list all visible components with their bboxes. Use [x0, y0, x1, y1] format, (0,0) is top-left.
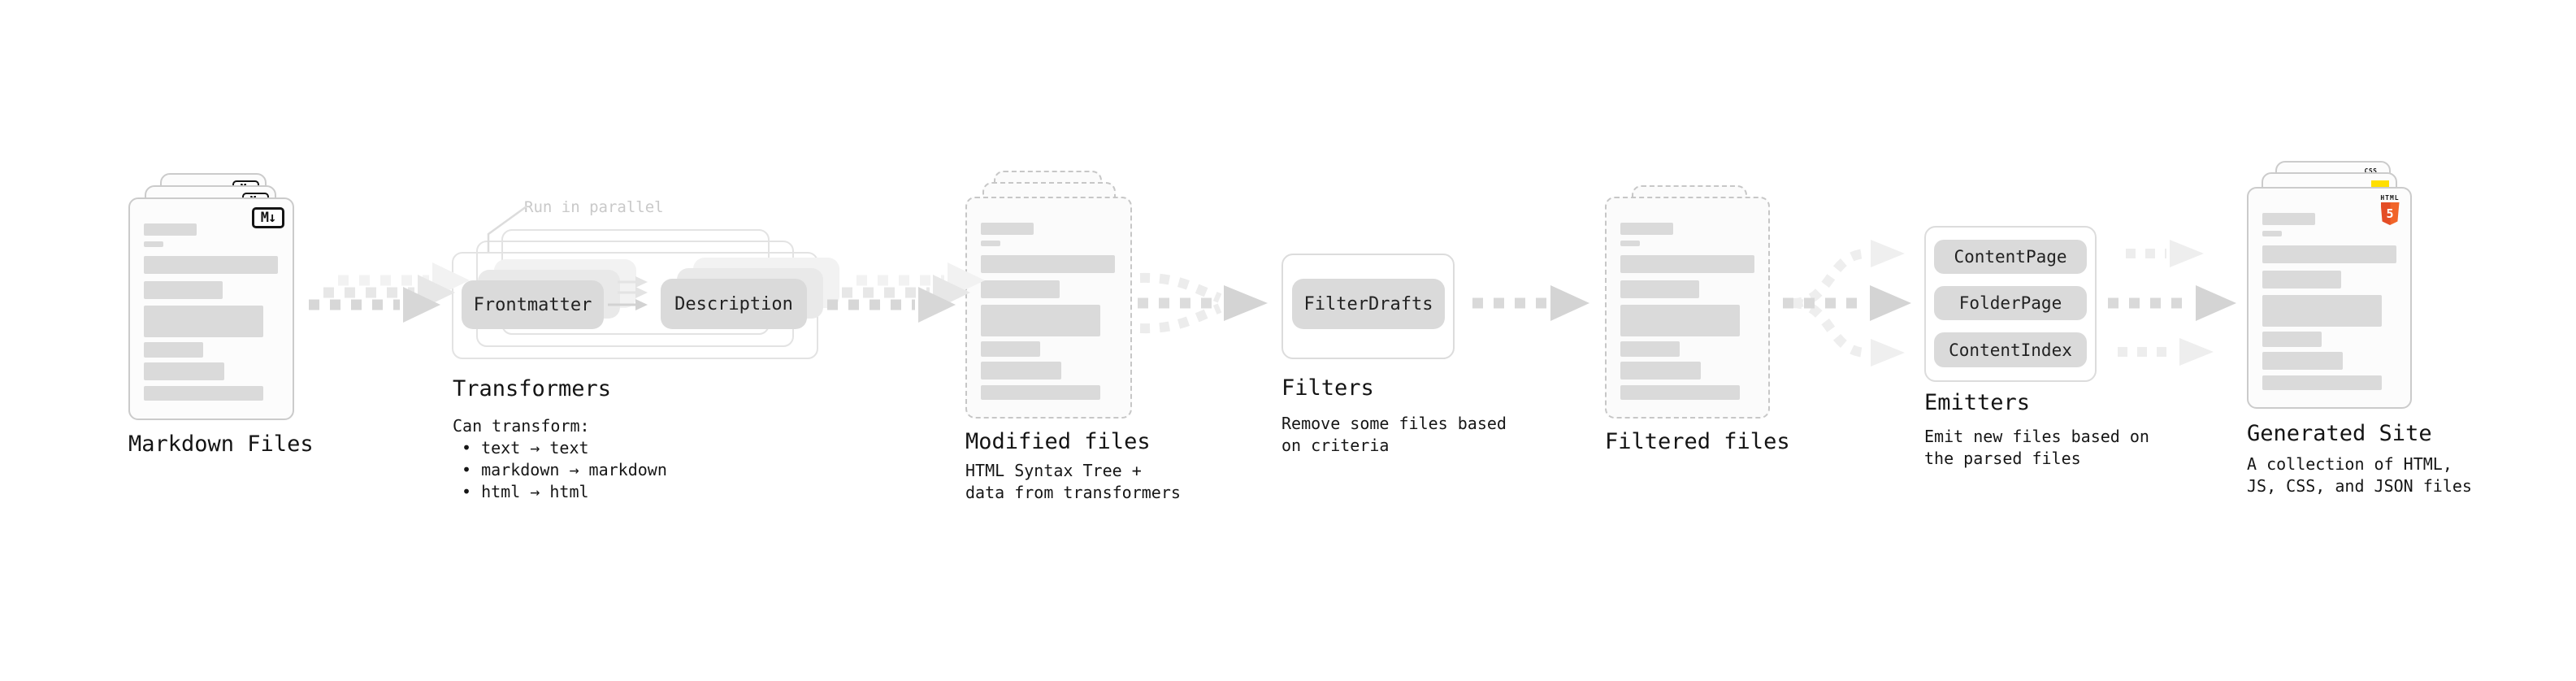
- capability-item: • html → html: [462, 482, 589, 501]
- transformers-label: Transformers: [453, 376, 612, 401]
- generated-html-file: HTML 5: [2247, 187, 2412, 409]
- markdown-icon-label: M↓: [260, 210, 277, 226]
- text-line-placeholder: [144, 306, 263, 337]
- filterdrafts-pill: FilterDrafts: [1292, 279, 1445, 329]
- arrow-filtered-to-emitters: [1783, 240, 1911, 367]
- contentindex-pill: ContentIndex: [1934, 332, 2087, 367]
- css-icon-label: CSS: [2364, 167, 2378, 175]
- text-line-placeholder: [981, 280, 1060, 298]
- html5-icon-word: HTML: [2380, 194, 2400, 202]
- generated-site-desc: A collection of HTML, JS, CSS, and JSON …: [2247, 454, 2472, 496]
- modified-file-front: [965, 197, 1132, 419]
- text-line-placeholder: [144, 256, 278, 274]
- contentpage-pill-label: ContentPage: [1954, 247, 2067, 267]
- text-line-placeholder: [2262, 231, 2282, 236]
- text-line-placeholder: [1620, 362, 1701, 380]
- run-in-parallel-note: Run in parallel: [524, 198, 664, 216]
- capability-item: • text → text: [462, 438, 589, 458]
- text-line-placeholder: [1620, 305, 1740, 336]
- text-line-placeholder: [144, 281, 223, 299]
- text-line-placeholder: [2262, 332, 2322, 347]
- text-line-placeholder: [2262, 295, 2382, 327]
- arrow-emitters-to-generated: [2108, 240, 2236, 366]
- capability-item: • markdown → markdown: [462, 460, 667, 479]
- text-line-placeholder: [981, 255, 1115, 273]
- description-pill-label: Description: [674, 293, 793, 314]
- text-line-placeholder: [1620, 280, 1699, 298]
- text-line-placeholder: [144, 362, 224, 380]
- text-line-placeholder: [2262, 352, 2343, 370]
- arrow-transformers-to-modified: [827, 262, 985, 323]
- markdown-icon: M↓: [252, 207, 284, 228]
- text-line-placeholder: [1620, 255, 1754, 273]
- text-line-placeholder: [2262, 213, 2315, 225]
- text-line-placeholder: [144, 386, 263, 401]
- text-line-placeholder: [1620, 341, 1680, 357]
- text-line-placeholder: [1620, 241, 1640, 246]
- text-line-placeholder: [981, 341, 1040, 357]
- filters-desc: Remove some files based on criteria: [1281, 414, 1507, 455]
- markdown-file-front: M↓: [128, 197, 294, 420]
- filterdrafts-pill-label: FilterDrafts: [1303, 293, 1433, 314]
- folderpage-pill-label: FolderPage: [1958, 293, 2062, 313]
- text-line-placeholder: [981, 305, 1100, 336]
- text-line-placeholder: [981, 362, 1061, 380]
- text-line-placeholder: [144, 223, 197, 236]
- text-line-placeholder: [2262, 245, 2396, 263]
- arrow-filters-to-filtered: [1472, 285, 1589, 321]
- emitters-label: Emitters: [1924, 390, 2031, 415]
- text-line-placeholder: [981, 241, 1000, 246]
- text-line-placeholder: [1620, 385, 1740, 400]
- arrow-modified-to-filters: [1138, 272, 1268, 334]
- description-pill: Description: [661, 279, 807, 329]
- text-line-placeholder: [981, 385, 1100, 400]
- html5-icon-shield: 5: [2380, 202, 2400, 225]
- text-line-placeholder: [144, 241, 163, 247]
- text-line-placeholder: [981, 223, 1034, 235]
- arrow-markdown-to-transformers: [309, 262, 470, 323]
- contentindex-pill-label: ContentIndex: [1949, 340, 2072, 360]
- filters-label: Filters: [1281, 375, 1374, 401]
- modified-files-label: Modified files: [965, 429, 1151, 454]
- html5-icon: HTML 5: [2379, 194, 2400, 225]
- contentpage-pill: ContentPage: [1934, 240, 2087, 274]
- text-line-placeholder: [2262, 375, 2382, 390]
- transformers-capability-list: • text → text • markdown → markdown • ht…: [462, 437, 667, 503]
- text-line-placeholder: [2262, 271, 2341, 288]
- emitters-desc: Emit new files based on the parsed files: [1924, 427, 2149, 468]
- text-line-placeholder: [1620, 223, 1673, 235]
- filtered-files-label: Filtered files: [1605, 429, 1790, 454]
- filtered-file-front: [1605, 197, 1770, 419]
- modified-files-desc: HTML Syntax Tree + data from transformer…: [965, 461, 1181, 502]
- html5-icon-number: 5: [2386, 206, 2394, 221]
- generated-site-label: Generated Site: [2247, 421, 2432, 446]
- text-line-placeholder: [144, 342, 203, 358]
- transformers-desc-heading: Can transform:: [453, 416, 590, 436]
- frontmatter-pill-label: Frontmatter: [473, 294, 592, 315]
- markdown-files-label: Markdown Files: [128, 432, 314, 457]
- folderpage-pill: FolderPage: [1934, 286, 2087, 320]
- frontmatter-pill: Frontmatter: [462, 280, 604, 329]
